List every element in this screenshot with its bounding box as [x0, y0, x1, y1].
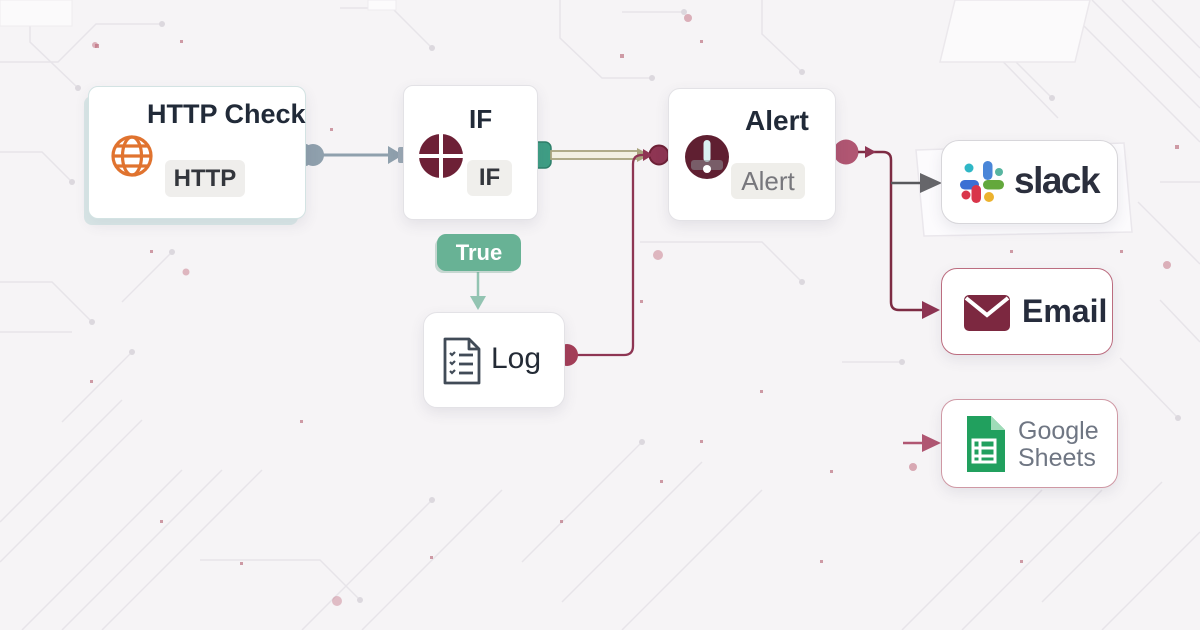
node-email-label: Email	[1022, 293, 1108, 329]
if-branch-icon	[417, 132, 465, 185]
node-http-check-badge: HTTP	[165, 160, 245, 197]
edge-httpcheck-to-if[interactable]	[297, 144, 406, 166]
node-alert-badge: Alert	[731, 163, 805, 199]
node-google-sheets[interactable]: Google Sheets	[941, 399, 1118, 488]
log-document-icon	[439, 335, 485, 392]
node-if[interactable]: IF IF	[403, 85, 538, 220]
node-log-label: Log	[491, 342, 542, 375]
edge-to-slack[interactable]	[891, 173, 942, 193]
node-slack-label: slack	[1014, 160, 1101, 201]
node-if-title: IF	[469, 104, 493, 134]
node-http-check[interactable]: HTTP Check HTTP	[88, 86, 306, 219]
email-envelope-icon	[964, 295, 1010, 336]
node-google-sheets-label-line1: Google	[1018, 417, 1099, 445]
edge-label-true: True	[437, 234, 521, 271]
node-log[interactable]: Log	[423, 312, 565, 408]
edge-alert-to-email[interactable]	[833, 139, 941, 320]
edge-log-to-alert[interactable]	[556, 149, 653, 366]
slack-logo-icon	[958, 159, 1006, 212]
edge-to-sheets[interactable]	[903, 434, 941, 452]
alert-exclamation-icon	[683, 133, 731, 186]
edge-true-to-log[interactable]	[470, 272, 486, 310]
node-google-sheets-label-line2: Sheets	[1018, 444, 1096, 472]
node-alert[interactable]: Alert Alert	[668, 88, 836, 221]
node-http-check-title: HTTP Check	[147, 99, 306, 129]
node-slack[interactable]: slack	[941, 140, 1118, 224]
node-if-badge: IF	[467, 160, 512, 196]
globe-icon	[109, 133, 155, 184]
google-sheets-icon	[963, 416, 1005, 477]
node-alert-title: Alert	[745, 105, 809, 136]
node-email[interactable]: Email	[941, 268, 1113, 355]
